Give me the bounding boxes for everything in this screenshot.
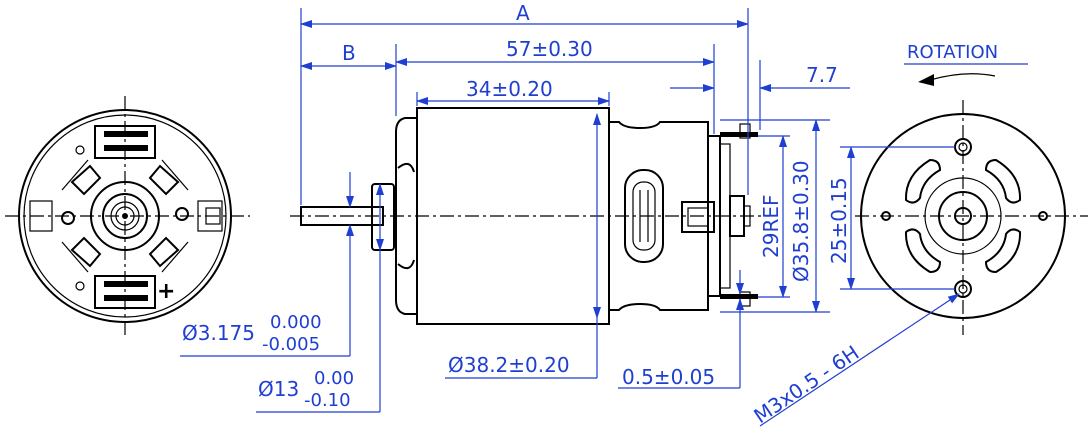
dimension-lines — [180, 8, 1028, 427]
polarity-plus-label: + — [157, 279, 175, 304]
dim-terminal-ref: 29REF — [759, 195, 783, 259]
dim-body-length: 57±0.30 — [506, 37, 593, 61]
boss-tol-upper: 0.00 — [314, 368, 354, 389]
shaft-diameter-label: Ø3.175 — [182, 321, 255, 345]
rotation-label: ROTATION — [907, 42, 998, 63]
dim-can-length: 34±0.20 — [466, 77, 553, 101]
dimension-labels: A B 57±0.30 34±0.20 7.7 29REF Ø35.8±0.30… — [182, 1, 998, 428]
dim-endcap-diameter: Ø35.8±0.30 — [789, 160, 813, 282]
dim-terminal-offset: 7.7 — [806, 63, 838, 87]
shaft-tol-upper: 0.000 — [270, 312, 322, 333]
front-end-view — [855, 73, 1088, 335]
shaft-tol-lower: -0.005 — [262, 334, 320, 355]
dim-terminal-thickness: 0.5±0.05 — [622, 365, 715, 389]
boss-tol-lower: -0.10 — [304, 390, 351, 411]
dim-hole-spacing: 25±0.15 — [827, 177, 851, 264]
dim-can-diameter: Ø38.2±0.20 — [448, 353, 570, 377]
dim-overall-length: A — [516, 1, 530, 25]
dim-thread: M3x0.5 - 6H — [749, 340, 863, 428]
rear-end-view: + — [5, 96, 250, 338]
dim-shaft-extension: B — [342, 41, 356, 65]
side-view — [290, 107, 770, 325]
boss-diameter-label: Ø13 — [258, 377, 299, 401]
